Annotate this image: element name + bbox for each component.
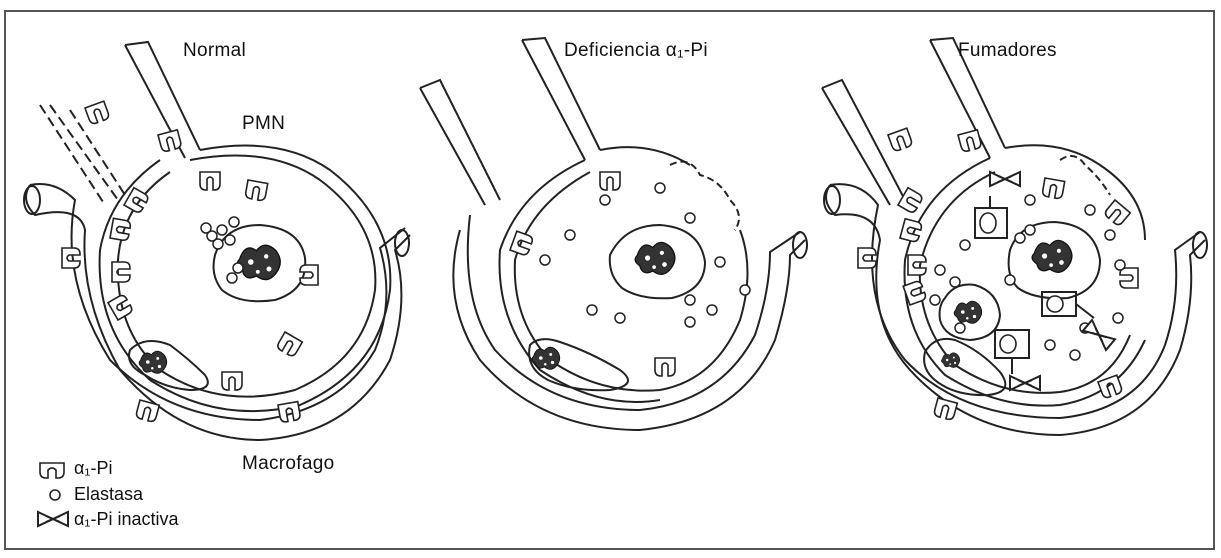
pmn-label: PMN xyxy=(242,113,285,135)
macrophage-label: Macrofago xyxy=(242,453,334,475)
panel-title-normal: Normal xyxy=(183,40,246,62)
legend-icons xyxy=(38,463,68,526)
panel-title-smokers: Fumadores xyxy=(958,40,1057,62)
elastase-circle-icon xyxy=(50,490,60,500)
alpha1-pi-molecules-deficiency xyxy=(510,172,675,376)
alpha1-pi-cup-icon xyxy=(40,463,64,478)
pmn-nucleus-normal xyxy=(139,245,280,373)
alpha1-pi-molecules-smokers xyxy=(858,128,1138,420)
elastase-granules-normal xyxy=(201,217,243,283)
pmn-nucleus-deficiency xyxy=(532,242,675,369)
panel-title-deficiency: Deficiencia α₁-Pi xyxy=(564,40,708,62)
legend-pi-label: α₁-Pi xyxy=(74,458,112,479)
panel-deficiency xyxy=(420,38,807,430)
inactive-pi-bowtie-icon xyxy=(38,512,68,526)
legend-elastase-label: Elastasa xyxy=(74,484,143,505)
legend-inactive-label: α₁-Pi inactiva xyxy=(74,509,179,530)
